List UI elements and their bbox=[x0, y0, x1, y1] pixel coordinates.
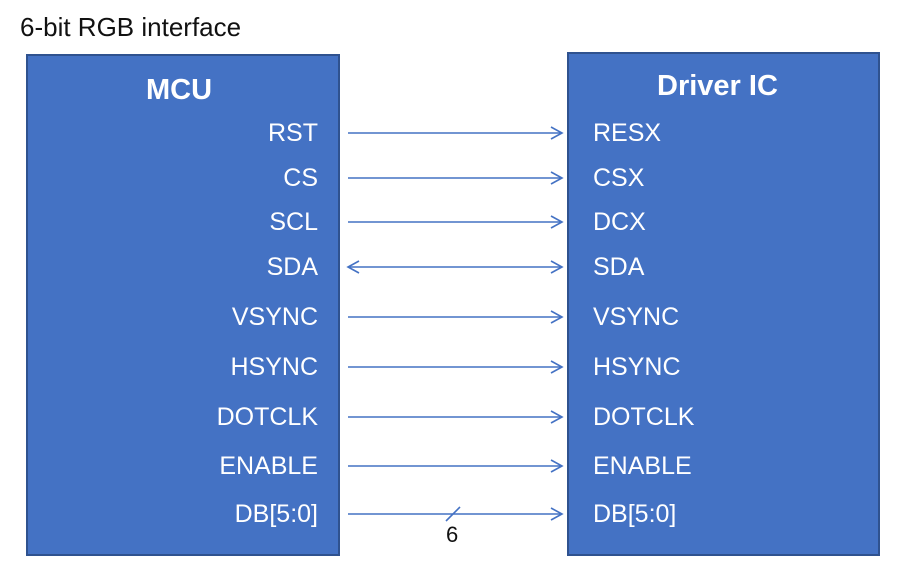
ic-pin-vsync: VSYNC bbox=[593, 303, 680, 331]
ic-pin-hsync: HSYNC bbox=[593, 353, 681, 381]
wire-hsync-to-hsync bbox=[348, 360, 564, 374]
mcu-block: MCU RST CS SCL SDA VSYNC HSYNC DOTCLK ENABLE DB[… bbox=[26, 54, 340, 556]
ic-pin-sda: SDA bbox=[593, 253, 645, 281]
ic-pin-enable: ENABLE bbox=[593, 452, 692, 480]
arrow-head-right bbox=[550, 459, 564, 473]
mcu-title: MCU bbox=[146, 74, 213, 106]
ic-pin-dcx: DCX bbox=[593, 208, 646, 236]
driver-ic-block: Driver IC RESX CSX DCX SDA VSYNC HSYNC DOTCLK E… bbox=[567, 52, 880, 556]
arrow-head-right bbox=[550, 410, 564, 424]
mcu-pin-rst: RST bbox=[268, 119, 318, 147]
bus-width-label: 6 bbox=[446, 522, 459, 547]
bus-slash-mark bbox=[445, 506, 461, 522]
wire-rst-to-resx bbox=[348, 126, 564, 140]
wire-sda-to-sda bbox=[346, 260, 564, 274]
arrow-head-right bbox=[550, 360, 564, 374]
mcu-pin-sda: SDA bbox=[266, 253, 318, 281]
arrow-head-right bbox=[550, 260, 564, 274]
mcu-pin-db-5-0: DB[5:0] bbox=[234, 500, 318, 528]
wire-vsync-to-vsync bbox=[348, 310, 564, 324]
wire-dotclk-to-dotclk bbox=[348, 410, 564, 424]
wire-enable-to-enable bbox=[348, 459, 564, 473]
mcu-pin-cs: CS bbox=[283, 164, 318, 192]
mcu-pin-dotclk: DOTCLK bbox=[216, 403, 318, 431]
ic-pin-resx: RESX bbox=[593, 119, 662, 147]
ic-pin-csx: CSX bbox=[593, 164, 645, 192]
wire-db-5-0-to-db-5-0 bbox=[348, 506, 564, 522]
ic-pin-db-5-0: DB[5:0] bbox=[593, 500, 677, 528]
driver-ic-title: Driver IC bbox=[657, 70, 778, 102]
arrow-head-left bbox=[346, 260, 360, 274]
diagram-title: 6-bit RGB interface bbox=[20, 12, 242, 42]
mcu-pin-scl: SCL bbox=[269, 208, 318, 236]
arrow-head-right bbox=[550, 215, 564, 229]
wire-scl-to-dcx bbox=[348, 215, 564, 229]
arrow-head-right bbox=[550, 310, 564, 324]
arrow-head-right bbox=[550, 171, 564, 185]
mcu-pin-enable: ENABLE bbox=[219, 452, 318, 480]
wire-cs-to-csx bbox=[348, 171, 564, 185]
mcu-pin-hsync: HSYNC bbox=[230, 353, 318, 381]
mcu-pin-vsync: VSYNC bbox=[231, 303, 318, 331]
arrow-head-right bbox=[550, 126, 564, 140]
arrow-head-right bbox=[550, 507, 564, 521]
ic-pin-dotclk: DOTCLK bbox=[593, 403, 695, 431]
